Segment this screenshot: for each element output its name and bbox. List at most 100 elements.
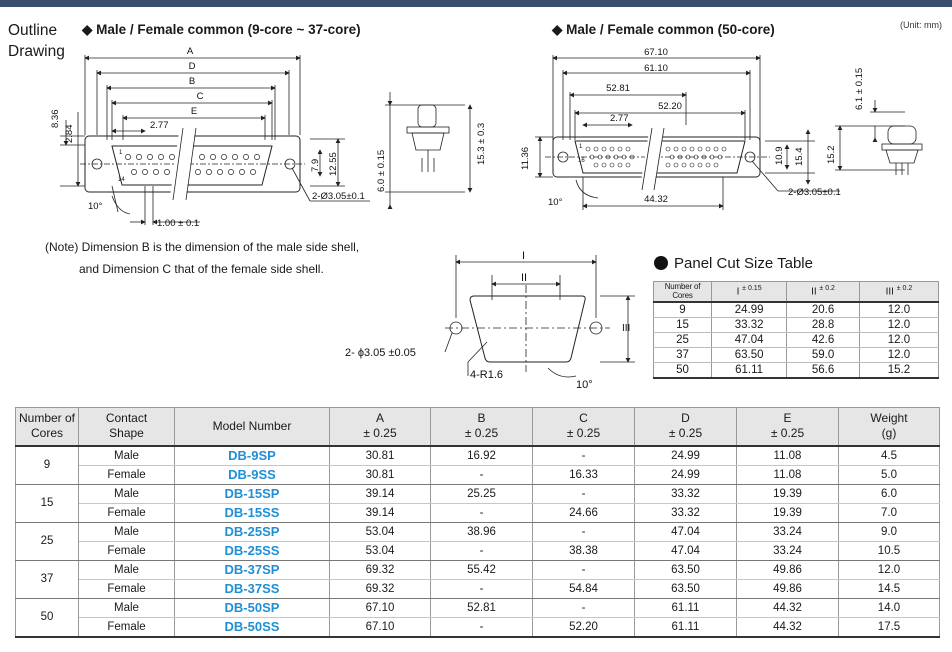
dim-6110: 61.10 [644, 63, 668, 74]
panel-cell: 42.6 [786, 332, 860, 348]
panel-cut-table: Number of Cores I ± 0.15 II ± 0.2 III ± … [653, 281, 940, 379]
value-cell: - [430, 503, 533, 523]
model-number-link[interactable]: DB-9SP [174, 444, 330, 466]
panel-cell: 61.11 [710, 362, 788, 379]
model-number-link[interactable]: DB-37SP [174, 560, 330, 580]
dim-panel-i: I [522, 250, 525, 262]
value-cell: - [532, 598, 635, 618]
header-a: A± 0.25 [329, 407, 431, 446]
panel-header-ii: II ± 0.2 [786, 281, 860, 302]
panel-cell: 15.2 [858, 362, 940, 379]
value-cell: 47.04 [634, 522, 737, 542]
panel-header-i: I ± 0.15 [710, 281, 788, 302]
value-cell: 69.32 [329, 560, 431, 580]
panel-cell: 56.6 [786, 362, 860, 379]
outline-drawings: A D B C E 2.77 8.36 2.84 7.9 12.55 2-Ø3.… [50, 46, 923, 391]
panel-cell: 24.99 [710, 300, 788, 318]
value-cell: - [532, 522, 635, 542]
value-cell: 61.11 [634, 598, 737, 618]
dim-154: 15.4 [794, 148, 805, 167]
value-cell: 63.50 [634, 560, 737, 580]
heading-9-37-core: ◆ Male / Female common (9-core ~ 37-core… [82, 22, 361, 37]
value-cell: 69.32 [329, 579, 431, 599]
value-cell: 9.0 [838, 522, 940, 542]
model-number-link[interactable]: DB-50SS [174, 617, 330, 638]
model-number-link[interactable]: DB-37SS [174, 579, 330, 599]
contact-shape-cell: Male [78, 598, 175, 618]
cores-cell: 25 [15, 522, 79, 561]
header-model: Model Number [174, 407, 330, 446]
value-cell: 16.33 [532, 465, 635, 485]
value-cell: 7.0 [838, 503, 940, 523]
dim-pitch: 1.00 ± 0.1 [157, 218, 199, 229]
value-cell: 49.86 [736, 579, 839, 599]
panel-cell: 33.32 [710, 317, 788, 333]
model-number-link[interactable]: DB-50SP [174, 598, 330, 618]
value-cell: 53.04 [329, 522, 431, 542]
header-weight: Weight(g) [838, 407, 940, 446]
value-cell: 53.04 [329, 541, 431, 561]
dim-side-153: 15.3 ± 0.3 [476, 123, 487, 165]
cores-cell: 50 [15, 598, 79, 638]
dim-5220: 52.20 [658, 101, 682, 112]
dim-side-61: 6.1 ± 0.15 [854, 68, 865, 110]
dim-panel-ii: II [521, 272, 527, 284]
dim-1136: 11.36 [520, 147, 531, 170]
value-cell: 33.24 [736, 522, 839, 542]
panel-header-cores: Number of Cores [653, 281, 712, 302]
model-number-link[interactable]: DB-25SS [174, 541, 330, 561]
dim-284: 2.84 [64, 125, 75, 144]
panel-cell: 47.04 [710, 332, 788, 348]
value-cell: 24.99 [634, 465, 737, 485]
value-cell: 30.81 [329, 465, 431, 485]
dim-d: D [189, 61, 196, 72]
dim-4432: 44.32 [644, 194, 668, 205]
cores-cell: 37 [15, 560, 79, 599]
panel-cell: 59.0 [786, 347, 860, 363]
panel-cell: 12.0 [858, 317, 940, 333]
model-number-link[interactable]: DB-25SP [174, 522, 330, 542]
value-cell: 5.0 [838, 465, 940, 485]
panel-cell: 25 [653, 332, 712, 348]
value-cell: 39.14 [329, 484, 431, 504]
contact-shape-cell: Female [78, 503, 175, 523]
value-cell: 44.32 [736, 598, 839, 618]
value-cell: 54.84 [532, 579, 635, 599]
panel-cell: 15 [653, 317, 712, 333]
note-line-1: (Note) Dimension B is the dimension of t… [45, 240, 360, 254]
cores-cell: 15 [15, 484, 79, 523]
panel-cut-title: Panel Cut Size Table [654, 255, 813, 272]
dim-1255: 12.55 [328, 152, 339, 176]
panel-cell: 20.6 [786, 300, 860, 318]
model-number-link[interactable]: DB-9SS [174, 465, 330, 485]
value-cell: 30.81 [329, 444, 431, 466]
contact-shape-cell: Female [78, 541, 175, 561]
value-cell: - [532, 444, 635, 466]
value-cell: 49.86 [736, 560, 839, 580]
value-cell: 6.0 [838, 484, 940, 504]
dim-side-152: 15.2 [826, 146, 837, 165]
model-number-link[interactable]: DB-15SS [174, 503, 330, 523]
panel-header-iii: III ± 0.2 [858, 281, 940, 302]
value-cell: 67.10 [329, 617, 431, 638]
value-cell: 19.39 [736, 503, 839, 523]
header-c: C± 0.25 [532, 407, 635, 446]
header-d: D± 0.25 [634, 407, 737, 446]
value-cell: - [532, 484, 635, 504]
model-number-link[interactable]: DB-15SP [174, 484, 330, 504]
dim-109: 10.9 [774, 147, 785, 166]
contact-shape-cell: Female [78, 617, 175, 638]
dim-e: E [191, 106, 197, 117]
svg-text:16: 16 [578, 158, 585, 164]
value-cell: 4.5 [838, 444, 940, 466]
dim-a: A [187, 46, 194, 57]
value-cell: 33.24 [736, 541, 839, 561]
